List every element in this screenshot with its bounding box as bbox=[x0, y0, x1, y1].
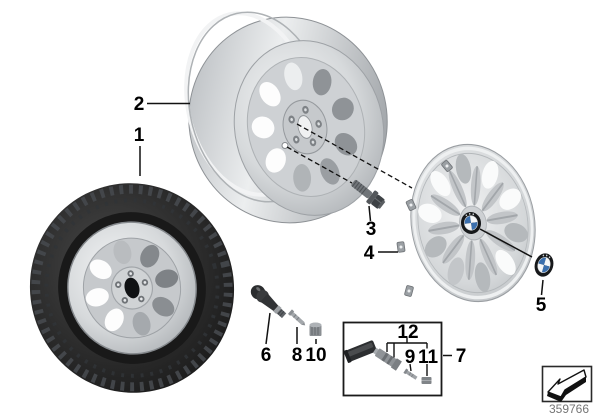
valve-stem bbox=[250, 285, 287, 319]
rim-hub bbox=[282, 99, 328, 155]
callout-6[interactable]: 6 bbox=[261, 345, 272, 366]
cover-mounting-clips bbox=[396, 160, 453, 297]
tire-wheel-assembly bbox=[29, 183, 235, 393]
wheel-bolt bbox=[351, 179, 386, 209]
valve-cap bbox=[309, 322, 322, 336]
callout-3[interactable]: 3 bbox=[366, 219, 377, 240]
callout-8[interactable]: 8 bbox=[292, 345, 303, 366]
emblem-pointer-line bbox=[479, 228, 533, 258]
part-number: 359766 bbox=[549, 402, 589, 416]
callout-9[interactable]: 9 bbox=[405, 347, 416, 368]
callout-12[interactable]: 12 bbox=[397, 322, 418, 343]
callout-4[interactable]: 4 bbox=[364, 243, 375, 264]
rim-vent-holes bbox=[251, 62, 358, 192]
kit-bracket-lines bbox=[386, 337, 428, 376]
callout-11[interactable]: 11 bbox=[418, 347, 439, 368]
callout-5[interactable]: 5 bbox=[536, 295, 547, 316]
wheel-vent-holes bbox=[85, 240, 179, 336]
callout-7[interactable]: 7 bbox=[456, 346, 467, 367]
tpms-kit-box bbox=[342, 321, 443, 397]
footer: 359766 bbox=[541, 365, 593, 416]
callout-10[interactable]: 10 bbox=[305, 345, 326, 366]
valve-core bbox=[287, 309, 306, 326]
callout-1[interactable]: 1 bbox=[134, 125, 145, 146]
tpms-screw bbox=[403, 368, 418, 380]
tpms-sensor-valve bbox=[372, 347, 402, 371]
tpms-strap bbox=[343, 340, 377, 363]
cover-windows bbox=[418, 154, 528, 292]
direction-arrow-icon bbox=[547, 369, 587, 402]
callout-2[interactable]: 2 bbox=[134, 94, 145, 115]
wheel-hub bbox=[111, 266, 153, 310]
assembly-axis-line bbox=[296, 123, 413, 189]
tpms-nut bbox=[421, 377, 432, 384]
rim-bolt-hole-highlight bbox=[281, 142, 289, 149]
leader-lines bbox=[139, 102, 544, 345]
bolt-axis-line bbox=[286, 146, 353, 184]
steel-wheel-rim bbox=[184, 11, 388, 224]
